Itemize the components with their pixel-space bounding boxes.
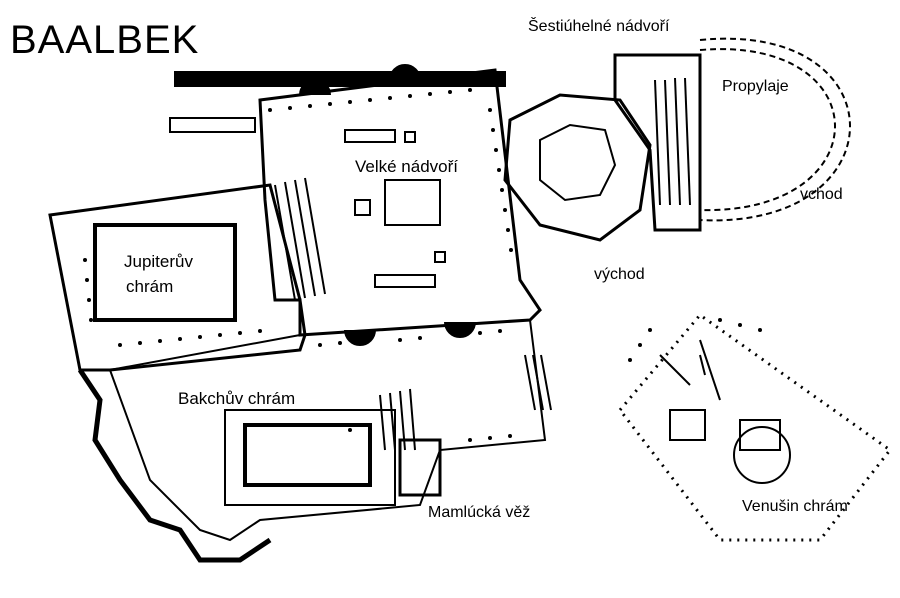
colonnade-dots [83,88,762,442]
label-bacchus-temple: Bakchův chrám [178,389,296,408]
propylaea-stairs [654,77,691,206]
label-great-court: Velké nádvoří [355,157,459,176]
great-altar [384,179,441,226]
label-east: východ [594,266,645,283]
label-jupiter-temple-line1: Jupiterův [124,252,193,271]
hexagonal-court [503,93,652,242]
east-stairs [524,354,552,411]
mamluk-tower [398,438,442,497]
jupiter-enclosure [48,183,307,372]
venus-court [669,409,706,441]
jupiter-stairs [274,177,326,301]
south-enclosure [108,318,547,542]
label-hexagonal-court: Šestiúhelné nádvoří [528,18,670,35]
west-ruins [77,368,272,563]
label-entrance: vchod [800,186,843,203]
bacchus-temple-podium [224,409,396,506]
label-venus-temple: Venušin chrám [742,498,848,515]
bacchus-temple [243,423,372,487]
forecourt-outline [699,37,851,222]
label-jupiter-temple-line2: chrám [126,277,174,296]
map-title: BAALBEK [10,18,200,62]
propylaea [613,53,702,232]
jupiter-temple [93,223,237,322]
label-mamluk-tower: Mamlúcká věž [428,504,531,521]
north-wall [174,71,506,87]
great-court-wall [258,68,542,337]
label-propylaea: Propylaje [722,78,789,95]
venus-temple [733,426,791,484]
